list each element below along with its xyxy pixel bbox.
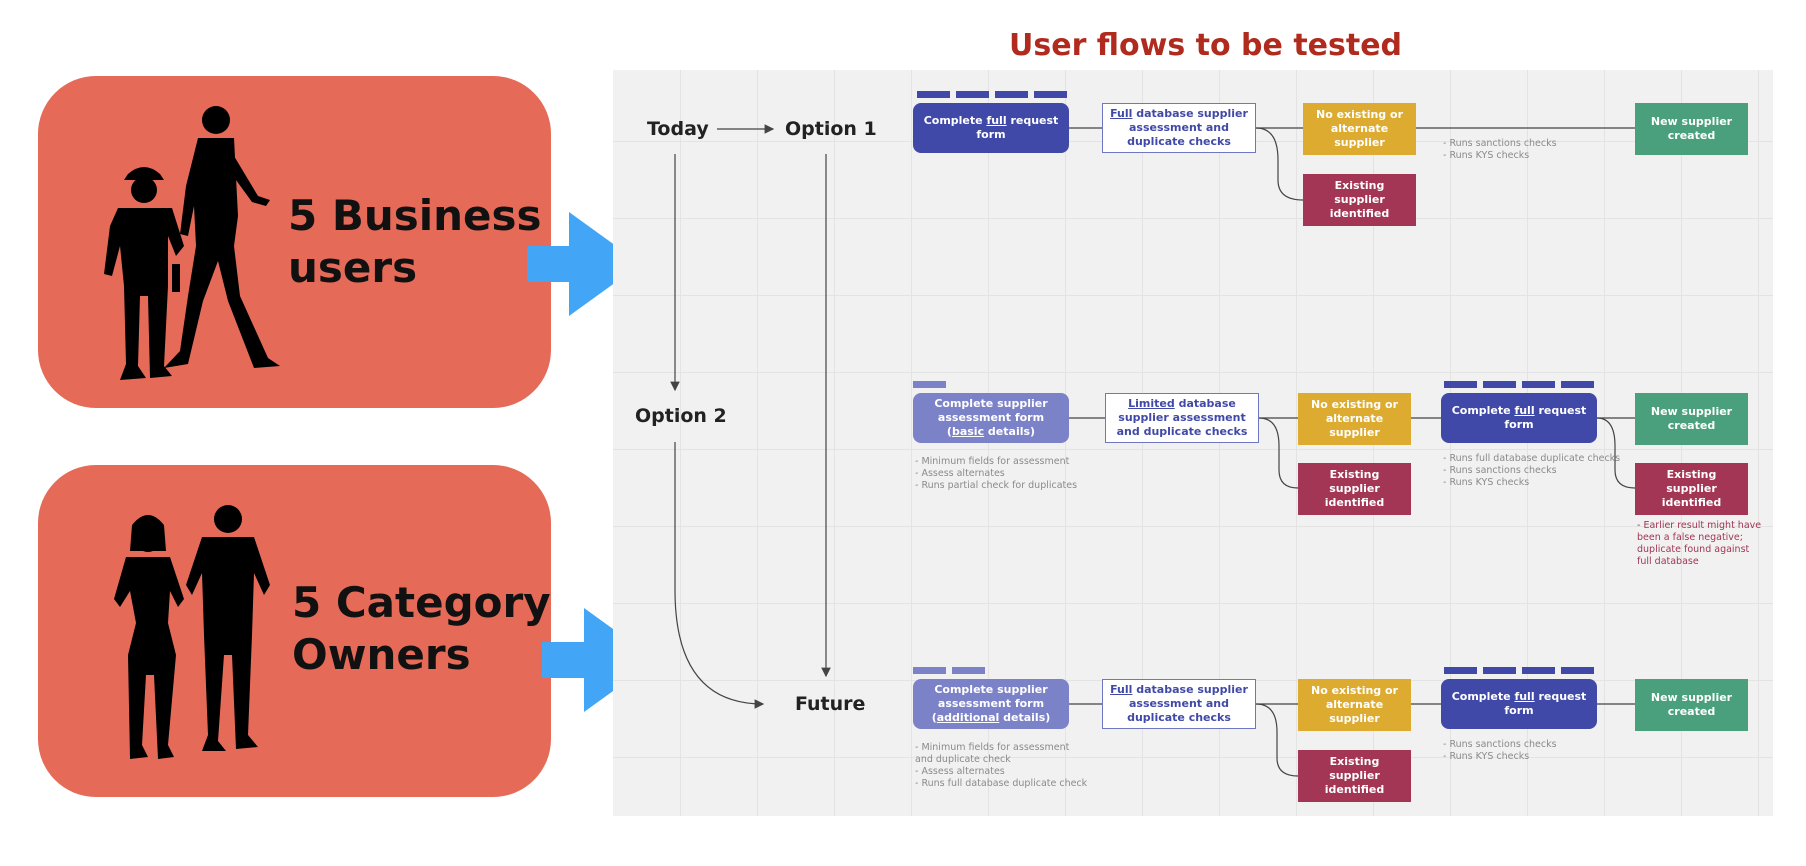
note-line: - Runs partial check for duplicates	[915, 480, 1078, 491]
assessment-form-node: Complete supplier assessment form (basic…	[913, 393, 1069, 443]
node-text: database supplier assessment and duplica…	[1127, 683, 1248, 724]
notes-assessment: - Minimum fields for assessment - Assess…	[915, 456, 1077, 492]
arrow-right-icon	[542, 608, 656, 712]
request-form-node: Complete full request form	[1441, 393, 1597, 443]
note-line: duplicate found against	[1637, 544, 1750, 555]
node-text: Complete	[1451, 690, 1515, 703]
node-text: request form	[976, 114, 1059, 141]
persona-label-line2: Owners	[292, 630, 471, 679]
persona-label-line2: users	[288, 243, 418, 292]
worker-silhouette-icon	[104, 106, 280, 380]
db-check-node: Limited database supplier assessment and…	[1105, 393, 1259, 443]
note-line: been a false negative;	[1637, 532, 1743, 543]
stage-option-1: Option 1	[785, 118, 877, 140]
stage-future: Future	[795, 693, 866, 715]
node-text: request form	[1504, 690, 1587, 717]
progress-bars	[917, 91, 1067, 98]
assessment-form-node: Complete supplier assessment form (addit…	[913, 679, 1069, 729]
note-line: - Runs sanctions checks	[1443, 465, 1557, 476]
new-supplier-node: New supplier created	[1635, 103, 1748, 155]
flow-board: Today Option 1 Option 2 Future Complete …	[613, 70, 1773, 816]
stage-today: Today	[647, 118, 709, 140]
note-line: - Assess alternates	[915, 766, 1005, 777]
node-text-em: full	[1514, 404, 1535, 417]
note-line: full database	[1637, 556, 1699, 567]
note-line: - Earlier result might have	[1637, 520, 1762, 531]
existing-supplier-node: Existing supplier identified	[1298, 463, 1411, 515]
connector-lines	[670, 124, 1636, 777]
note-line: and duplicate check	[915, 754, 1011, 765]
note-line: - Assess alternates	[915, 468, 1005, 479]
note-line: - Runs full database duplicate check	[915, 778, 1088, 789]
progress-bars	[913, 381, 946, 388]
arrow-right-icon	[527, 212, 641, 316]
node-text: database supplier assessment and duplica…	[1116, 397, 1248, 438]
note-line: - Runs KYS checks	[1443, 150, 1530, 161]
note-line: - Runs full database duplicate checks	[1443, 453, 1621, 464]
no-existing-supplier-node: No existing or alternate supplier	[1298, 679, 1411, 731]
node-text: Complete supplier assessment form (	[934, 397, 1048, 438]
node-text-em: additional	[936, 711, 1000, 724]
note-line: - Runs KYS checks	[1443, 751, 1530, 762]
persona-label-line1: 5 Business	[288, 191, 542, 240]
node-text-em: Limited	[1128, 397, 1175, 410]
existing-supplier-node: Existing supplier identified	[1298, 750, 1411, 802]
notes-assessment: - Minimum fields for assessment and dupl…	[915, 742, 1087, 790]
no-existing-supplier-node: No existing or alternate supplier	[1298, 393, 1411, 445]
persona-label-line1: 5 Category	[292, 578, 551, 627]
notes-request: - Runs sanctions checks - Runs KYS check…	[1443, 739, 1557, 763]
existing-supplier-node: Existing supplier identified	[1303, 174, 1416, 226]
persona-card-business-users: 5 Business users	[38, 76, 551, 408]
note-line: - Runs KYS checks	[1443, 477, 1530, 488]
new-supplier-node: New supplier created	[1635, 393, 1748, 445]
persona-label: 5 Category Owners	[292, 577, 551, 681]
node-text: details)	[999, 711, 1051, 724]
node-text-em: full	[1514, 690, 1535, 703]
node-text: request form	[1504, 404, 1587, 431]
db-check-node: Full database supplier assessment and du…	[1102, 679, 1256, 729]
persona-card-category-owners: 5 Category Owners	[38, 465, 551, 797]
node-text: Complete	[923, 114, 987, 127]
node-text: Complete	[1451, 404, 1515, 417]
note-line: - Runs sanctions checks	[1443, 138, 1557, 149]
note-line: - Minimum fields for assessment	[915, 742, 1070, 753]
notes-request: - Runs full database duplicate checks - …	[1443, 453, 1620, 489]
node-text-em: Full	[1110, 683, 1133, 696]
progress-bars	[1444, 381, 1594, 388]
db-check-node: Full database supplier assessment and du…	[1102, 103, 1256, 153]
notes-checks: - Runs sanctions checks - Runs KYS check…	[1443, 138, 1557, 162]
title-bar: User flows to be tested	[0, 0, 1806, 63]
progress-bars	[913, 667, 985, 674]
progress-bars	[1444, 667, 1594, 674]
note-line: - Minimum fields for assessment	[915, 456, 1070, 467]
notes-false-negative: - Earlier result might have been a false…	[1637, 520, 1761, 568]
new-supplier-node: New supplier created	[1635, 679, 1748, 731]
node-text-em: basic	[951, 425, 985, 438]
node-text: Complete supplier assessment form (	[931, 683, 1048, 724]
node-text: details)	[984, 425, 1036, 438]
node-text-em: Full	[1110, 107, 1133, 120]
request-form-node: Complete full request form	[1441, 679, 1597, 729]
main-title: User flows to be tested	[1009, 28, 1403, 63]
existing-supplier-final-node: Existing supplier identified	[1635, 463, 1748, 515]
no-existing-supplier-node: No existing or alternate supplier	[1303, 103, 1416, 155]
note-line: - Runs sanctions checks	[1443, 739, 1557, 750]
node-text-em: full	[986, 114, 1007, 127]
stage-option-2: Option 2	[635, 405, 727, 427]
node-text: database supplier assessment and duplica…	[1127, 107, 1248, 148]
persona-label: 5 Business users	[288, 190, 542, 294]
people-silhouette-icon	[114, 505, 270, 759]
request-form-node: Complete full request form	[913, 103, 1069, 153]
